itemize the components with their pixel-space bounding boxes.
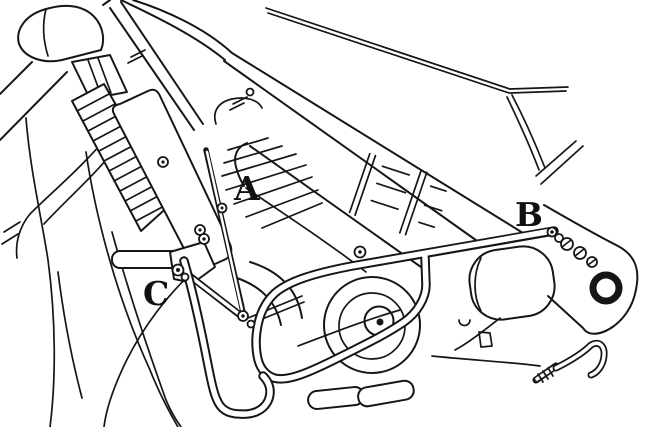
pad-left <box>307 386 365 410</box>
airbox-screw <box>245 87 255 97</box>
front-fork-assembly <box>0 0 128 141</box>
callout-label-a: A <box>233 169 260 208</box>
crankcase-top-edge <box>245 187 367 273</box>
frame-spar-lower <box>223 60 481 244</box>
rear-spacer-facet <box>587 258 597 266</box>
wheel-curve <box>111 231 182 427</box>
rear-nut-1-facet <box>561 239 572 248</box>
callout-label-b: B <box>515 195 543 234</box>
guard-main-loop-fill <box>253 228 555 382</box>
drain-tab <box>478 331 493 348</box>
callout-label-c: C <box>143 274 169 313</box>
fender-outer-curve <box>85 151 179 427</box>
panel-screw-1-center <box>161 160 165 164</box>
frame-tail-lines <box>535 140 584 185</box>
clutch-hub-center <box>376 318 384 326</box>
fender-trailing-curve <box>103 261 205 427</box>
oil-pan-edge <box>297 309 401 347</box>
kick-pedal <box>532 339 608 384</box>
pedal-arm-fill <box>554 341 606 377</box>
brace-lug-nut <box>246 319 256 329</box>
cylinder-fins <box>221 137 323 229</box>
front-mount-bolt-2 <box>180 272 190 282</box>
underside-pads <box>307 379 415 410</box>
frame-tubes <box>109 0 584 244</box>
pad-right <box>357 379 415 408</box>
tick-marks-head <box>127 49 248 111</box>
rear-washer <box>554 233 564 243</box>
upper-mount-bolt-center <box>202 237 206 241</box>
seat-rail-branch-rear <box>509 86 569 94</box>
right-cover-bottom-curve <box>454 317 501 351</box>
callouts: A B C <box>143 169 543 313</box>
rear-mount-fasteners <box>546 226 598 268</box>
engine-top-edge <box>249 145 429 273</box>
rear-mount-hole-ring <box>589 271 623 305</box>
fork-boot <box>71 54 128 100</box>
radiator-hatching <box>76 93 169 222</box>
brace-lug-bolt-center <box>241 314 245 318</box>
rear-mounting-plate <box>543 204 639 335</box>
cable-ticks <box>1 221 21 245</box>
guard-rear-eye-center <box>550 230 554 234</box>
rear-nut-2-facet <box>574 248 585 257</box>
right-cover-shape <box>468 245 556 321</box>
case-screw-center <box>358 250 362 254</box>
seat-rail-branch-down <box>506 94 546 171</box>
panel-screw-2-center <box>198 228 202 232</box>
guard-brace-strut-fill <box>185 272 241 316</box>
engine <box>127 49 639 410</box>
tank-front-curve <box>120 0 233 61</box>
frame-spar-upper <box>231 52 524 234</box>
tire-arc <box>57 271 83 399</box>
front-mount-bolt-1-center <box>176 268 180 272</box>
guard-front-u-fill <box>181 258 273 417</box>
dash-pattern <box>348 152 447 236</box>
steering-head-tube <box>109 1 204 131</box>
airbox-bump <box>213 97 263 125</box>
engine-guard <box>169 147 598 419</box>
head-bolt-dashes <box>348 152 447 236</box>
front-strut-rod-fill <box>205 150 244 312</box>
fork-tube-edges <box>0 61 68 141</box>
case-notch <box>458 319 471 327</box>
pedal-bolt-threads <box>537 367 554 383</box>
fork-top-stub <box>102 0 111 6</box>
fork-leg-curve <box>25 117 56 427</box>
right-crankcase-cover <box>468 245 556 321</box>
clutch-cover-outer-circle <box>323 276 421 374</box>
right-cover-inner-edge <box>474 257 482 312</box>
fork-top-blob <box>17 4 105 63</box>
fork-top-split-line <box>42 8 49 57</box>
lower-case-line <box>431 355 541 367</box>
head-cover-left-cap <box>234 142 248 187</box>
strut-nut-center <box>220 206 224 210</box>
seat-rail-lines <box>265 7 511 94</box>
